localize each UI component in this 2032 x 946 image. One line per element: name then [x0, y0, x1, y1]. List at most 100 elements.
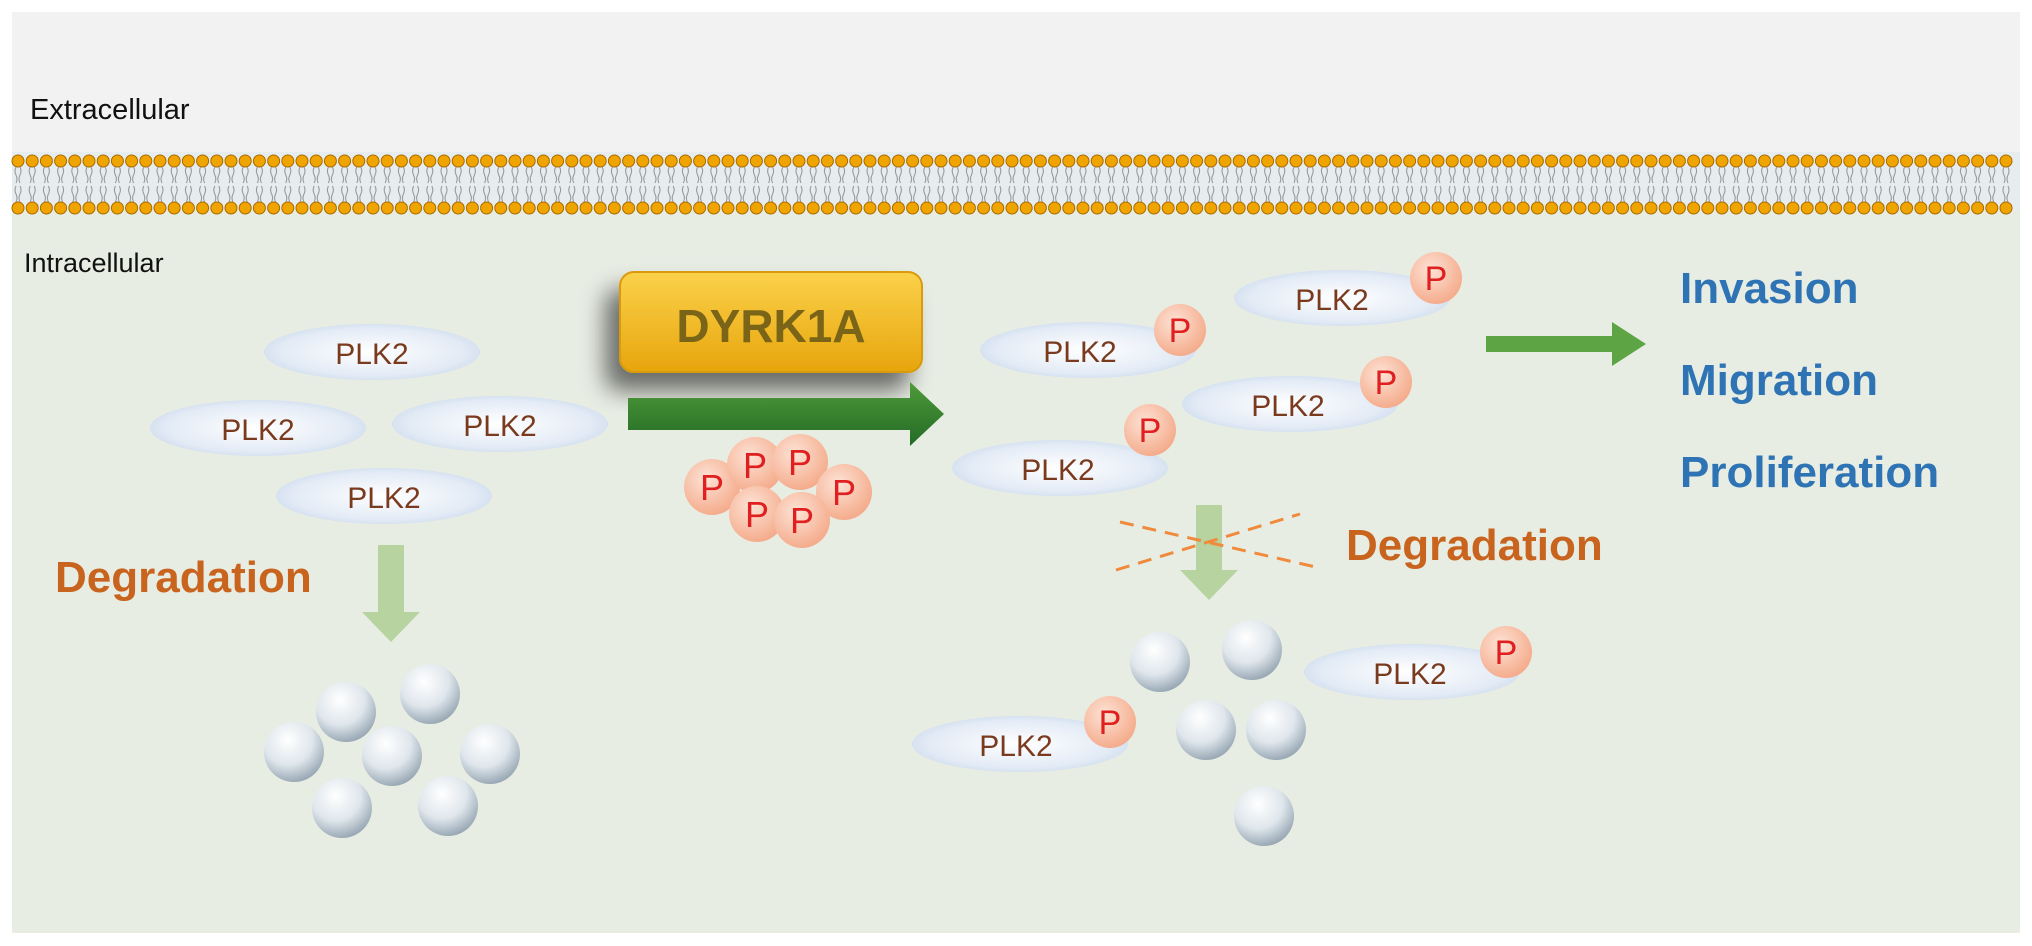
lipid-tail	[894, 185, 902, 203]
lipid-tail	[582, 166, 590, 184]
lipid-tail	[1704, 166, 1712, 184]
lipid-head	[1218, 154, 1232, 168]
lipid-tail	[781, 185, 789, 203]
lipid-head	[210, 201, 224, 215]
lipid-tail	[738, 166, 746, 184]
svg-text:P: P	[1099, 704, 1122, 742]
lipid-head	[1332, 154, 1346, 168]
svg-text:P: P	[745, 494, 769, 535]
lipid-head	[1885, 201, 1899, 215]
lipid-tail	[1846, 166, 1854, 184]
lipid-head	[593, 201, 607, 215]
lipid-head	[1232, 201, 1246, 215]
lipid-tail	[1988, 166, 1996, 184]
lipid-tail	[767, 185, 775, 203]
lipid-tail	[42, 185, 50, 203]
lipid-tail	[1377, 185, 1385, 203]
lipid-head	[1303, 154, 1317, 168]
lipid-head	[1687, 154, 1701, 168]
lipid-tail	[909, 185, 917, 203]
lipid-head	[1459, 201, 1473, 215]
lipid-tail	[85, 185, 93, 203]
lipid-head	[1474, 154, 1488, 168]
lipid-head	[210, 154, 224, 168]
lipid-tail	[1590, 166, 1598, 184]
lipid-head	[835, 154, 849, 168]
lipid-tail	[1789, 185, 1797, 203]
lipid-head	[579, 154, 593, 168]
lipid-tail	[142, 166, 150, 184]
lipid-tail	[1178, 166, 1186, 184]
lipid-head	[39, 201, 53, 215]
svg-text:P: P	[743, 445, 767, 486]
lipid-head	[991, 154, 1005, 168]
lipid-tail	[1320, 166, 1328, 184]
fragment-sphere	[312, 778, 372, 838]
svg-text:PLK2: PLK2	[1043, 336, 1116, 369]
lipid-head	[707, 201, 721, 215]
lipid-head	[607, 154, 621, 168]
lipid-tail	[667, 185, 675, 203]
lipid-head	[522, 154, 536, 168]
lipid-head	[1048, 154, 1062, 168]
lipid-head	[96, 201, 110, 215]
lipid-head	[948, 154, 962, 168]
lipid-tail	[653, 166, 661, 184]
lipid-head	[68, 201, 82, 215]
lipid-tail	[270, 166, 278, 184]
lipid-head	[1658, 154, 1672, 168]
fragment-sphere	[400, 664, 460, 724]
lipid-head	[295, 154, 309, 168]
lipid-head	[1928, 154, 1942, 168]
lipid-head	[920, 201, 934, 215]
lipid-tail	[227, 185, 235, 203]
lipid-tail	[1931, 166, 1939, 184]
lipid-tail	[525, 185, 533, 203]
lipid-head	[934, 154, 948, 168]
lipid-tail	[1051, 166, 1059, 184]
lipid-tail	[1647, 166, 1655, 184]
lipid-tail	[539, 185, 547, 203]
lipid-head	[1644, 154, 1658, 168]
lipid-tail	[28, 185, 36, 203]
lipid-head	[267, 201, 281, 215]
lipid-head	[707, 154, 721, 168]
lipid-tail	[710, 166, 718, 184]
lipid-tail	[170, 166, 178, 184]
lipid-head	[1005, 154, 1019, 168]
lipid-tail	[596, 185, 604, 203]
lipid-tail	[1448, 185, 1456, 203]
lipid-head	[806, 201, 820, 215]
lipid-head	[1374, 201, 1388, 215]
lipid-head	[1587, 154, 1601, 168]
lipid-head	[622, 154, 636, 168]
lipid-head	[1374, 154, 1388, 168]
svg-text:PLK2: PLK2	[1021, 454, 1094, 487]
lipid-head	[1190, 154, 1204, 168]
lipid-tail	[1406, 166, 1414, 184]
lipid-tail	[1675, 185, 1683, 203]
lipid-head	[1090, 154, 1104, 168]
extracellular-region	[12, 12, 2020, 160]
lipid-head	[252, 201, 266, 215]
lipid-tail	[937, 166, 945, 184]
lipid-head	[1942, 201, 1956, 215]
lipid-tail	[412, 166, 420, 184]
lipid-tail	[724, 185, 732, 203]
lipid-tail	[1491, 185, 1499, 203]
lipid-tail	[909, 166, 917, 184]
lipid-head	[977, 154, 991, 168]
lipid-tail	[14, 185, 22, 203]
lipid-head	[338, 154, 352, 168]
lipid-tail	[426, 166, 434, 184]
lipid-head	[863, 154, 877, 168]
lipid-tail	[199, 166, 207, 184]
lipid-head	[1743, 201, 1757, 215]
lipid-tail	[1193, 185, 1201, 203]
lipid-tail	[980, 166, 988, 184]
lipid-head	[820, 201, 834, 215]
lipid-tail	[1917, 166, 1925, 184]
lipid-head	[1701, 154, 1715, 168]
lipid-tail	[1065, 166, 1073, 184]
phospho-plk2: PLK2 P	[1234, 252, 1462, 326]
